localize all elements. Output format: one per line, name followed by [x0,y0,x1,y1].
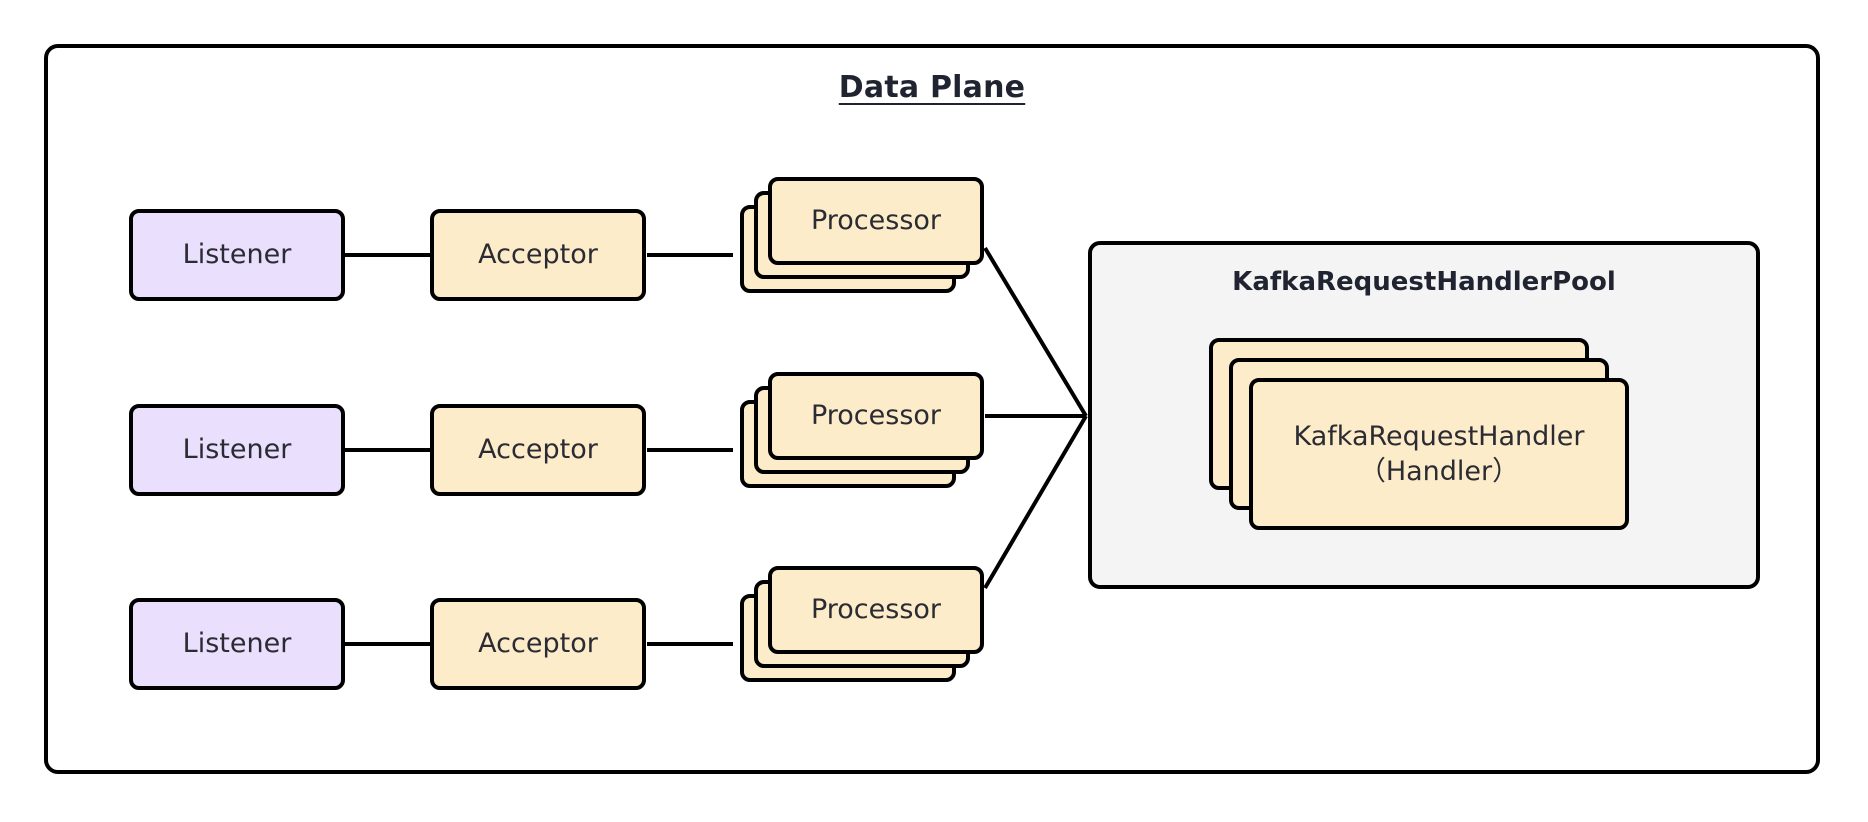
processor-label-3: Processor [810,594,942,626]
processor-card-front-3[interactable]: Processor [768,566,984,654]
listener-box-1[interactable]: Listener [129,209,345,301]
acceptor-box-3[interactable]: Acceptor [430,598,646,690]
processor-card-front-1[interactable]: Processor [768,177,984,265]
acceptor-box-2[interactable]: Acceptor [430,404,646,496]
listener-label-3: Listener [182,627,292,659]
listener-box-3[interactable]: Listener [129,598,345,690]
listener-box-2[interactable]: Listener [129,404,345,496]
acceptor-label-1: Acceptor [478,238,598,270]
acceptor-box-1[interactable]: Acceptor [430,209,646,301]
pool-title: KafkaRequestHandlerPool [1232,267,1616,297]
page-title-text: Data Plane [838,70,1026,105]
handler-card-front[interactable]: KafkaRequestHandler （Handler） [1249,378,1629,530]
kafka-request-handler-pool: KafkaRequestHandlerPool [1088,241,1760,589]
handler-label: KafkaRequestHandler （Handler） [1288,419,1591,489]
page-title: Data Plane [48,70,1816,105]
listener-label-2: Listener [182,433,292,465]
processor-label-1: Processor [810,205,942,237]
listener-label-1: Listener [182,238,292,270]
processor-card-front-2[interactable]: Processor [768,372,984,460]
processor-label-2: Processor [810,400,942,432]
handler-label-line1: KafkaRequestHandler [1293,420,1585,452]
acceptor-label-3: Acceptor [478,627,598,659]
acceptor-label-2: Acceptor [478,433,598,465]
handler-label-line2: （Handler） [1358,456,1520,487]
